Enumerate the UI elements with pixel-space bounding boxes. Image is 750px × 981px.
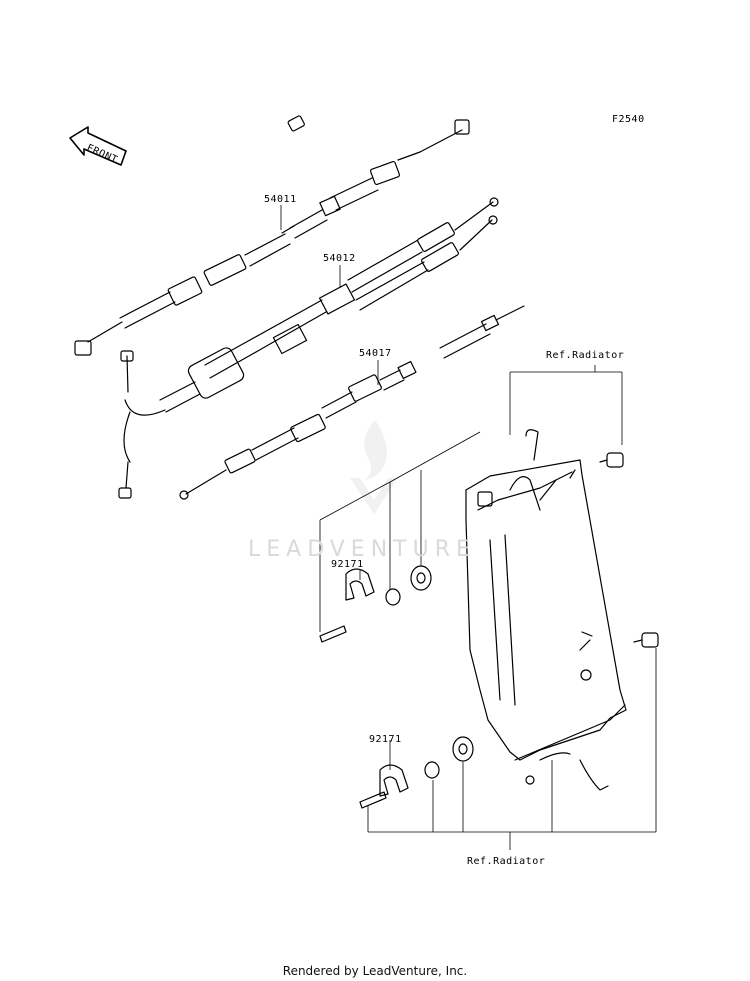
- bolt-upper-clamp: [319, 625, 347, 643]
- cable-end-barrel-lower: [74, 340, 92, 356]
- part-label-54012: 54012: [323, 253, 356, 264]
- diagram-code: F2540: [612, 114, 645, 125]
- ref-label-radiator-lower: Ref.Radiator: [467, 856, 545, 867]
- radiator-bolt-lower: [633, 632, 659, 648]
- ref-label-radiator-upper: Ref.Radiator: [546, 350, 624, 361]
- bolt-lower-clamp: [359, 791, 387, 809]
- part-label-54017: 54017: [359, 348, 392, 359]
- clamp-group-upper: [319, 565, 432, 643]
- part-label-54011: 54011: [264, 194, 297, 205]
- clamp-upper: [345, 568, 375, 601]
- watermark-text: LEADVENTURE: [248, 537, 476, 562]
- front-direction-arrow: [69, 126, 127, 166]
- radiator-bolt-upper: [599, 452, 624, 468]
- washer-upper: [385, 588, 401, 606]
- washer-lower: [424, 761, 440, 779]
- part-label-92171-upper: 92171: [331, 559, 364, 570]
- clamp-lower: [379, 764, 409, 797]
- cable-junction-box: [187, 347, 245, 399]
- cable-54011: [74, 115, 470, 356]
- clamp-group-lower: [359, 736, 474, 809]
- cable-end-fitting: [287, 115, 305, 132]
- footer-credit: Rendered by LeadVenture, Inc.: [282, 964, 468, 978]
- part-label-92171-lower: 92171: [369, 734, 402, 745]
- grommet-upper: [410, 565, 432, 591]
- cable-end-barrel: [454, 119, 470, 135]
- cable-54017: [179, 305, 525, 500]
- cable-54012: [118, 197, 499, 499]
- grommet-lower: [452, 736, 474, 762]
- watermark-logo: [350, 420, 398, 514]
- leader-lines: [280, 205, 657, 850]
- radiator: [465, 429, 627, 791]
